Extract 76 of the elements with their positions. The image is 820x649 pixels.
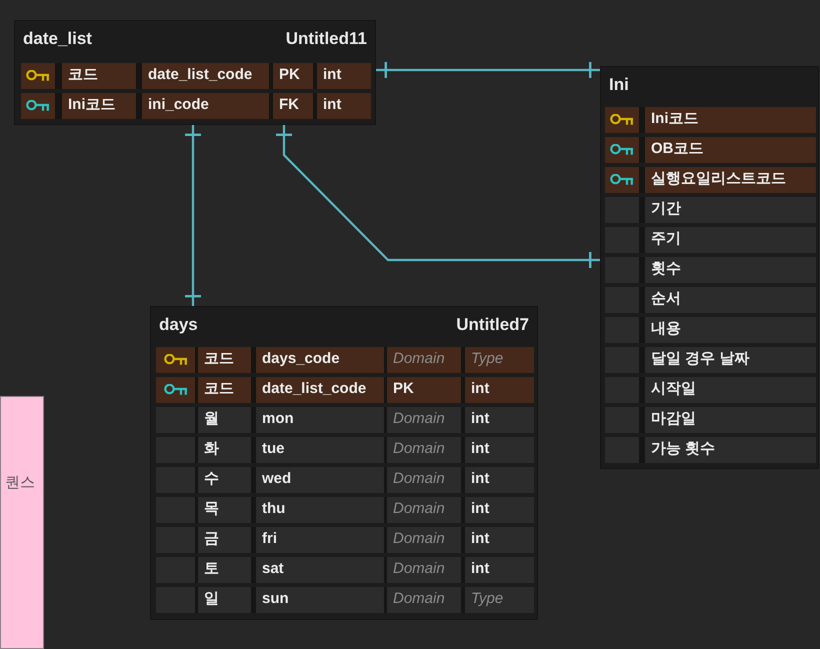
- column-name: fri: [256, 527, 384, 553]
- key-constraint: FK: [273, 93, 313, 119]
- table-row: [605, 137, 816, 163]
- data-type: int: [465, 407, 534, 433]
- relationship-line: [276, 125, 600, 268]
- table-row: [156, 347, 534, 373]
- table-row: [21, 63, 371, 89]
- attribute-label: Ini코드: [645, 107, 816, 133]
- attribute-label: 화: [198, 437, 251, 463]
- placeholder-text: Domain: [387, 527, 461, 553]
- attribute-label: 횟수: [645, 257, 816, 283]
- attribute-label: 가능 횟수: [645, 437, 816, 463]
- table-row: [605, 167, 816, 193]
- placeholder-text: Type: [465, 587, 534, 613]
- attribute-label: 토: [198, 557, 251, 583]
- placeholder-text: Domain: [387, 587, 461, 613]
- attribute-label: 목: [198, 497, 251, 523]
- schema-name: Untitled11: [286, 29, 367, 49]
- data-type: int: [465, 467, 534, 493]
- attribute-label: OB코드: [645, 137, 816, 163]
- column-name: sat: [256, 557, 384, 583]
- column-name: sun: [256, 587, 384, 613]
- column-name: thu: [256, 497, 384, 523]
- attribute-label: 주기: [645, 227, 816, 253]
- column-name: tue: [256, 437, 384, 463]
- key-constraint: PK: [273, 63, 313, 89]
- data-type: int: [465, 497, 534, 523]
- attribute-label: 코드: [198, 347, 251, 373]
- data-type: int: [317, 63, 371, 89]
- entity-table: [600, 66, 819, 469]
- entity-table: [150, 306, 538, 620]
- column-name: date_list_code: [142, 63, 269, 89]
- placeholder-text: Domain: [387, 437, 461, 463]
- key-constraint: PK: [387, 377, 461, 403]
- attribute-label: 기간: [645, 197, 816, 223]
- placeholder-text: Domain: [387, 347, 461, 373]
- placeholder-text: Domain: [387, 467, 461, 493]
- attribute-label: 시작일: [645, 377, 816, 403]
- column-name: ini_code: [142, 93, 269, 119]
- attribute-label: 월: [198, 407, 251, 433]
- column-name: wed: [256, 467, 384, 493]
- entity-table: [14, 20, 376, 125]
- attribute-label: 일: [198, 587, 251, 613]
- data-type: int: [465, 527, 534, 553]
- attribute-label: 달일 경우 날짜: [645, 347, 816, 373]
- data-type: int: [465, 377, 534, 403]
- entity-label: 퀀스: [5, 473, 35, 492]
- attribute-label: Ini코드: [62, 93, 136, 119]
- column-name: mon: [256, 407, 384, 433]
- attribute-label: 금: [198, 527, 251, 553]
- table-name: Ini: [609, 75, 629, 95]
- column-name: days_code: [256, 347, 384, 373]
- placeholder-text: Domain: [387, 557, 461, 583]
- data-type: int: [317, 93, 371, 119]
- attribute-label: 마감일: [645, 407, 816, 433]
- attribute-label: 순서: [645, 287, 816, 313]
- table-row: [156, 377, 534, 403]
- placeholder-text: Domain: [387, 407, 461, 433]
- entity-box: [0, 396, 44, 649]
- table-name: days: [159, 315, 198, 335]
- table-name: date_list: [23, 29, 92, 49]
- relationship-line: [185, 125, 201, 306]
- relationship-line: [376, 62, 600, 78]
- placeholder-text: Type: [465, 347, 534, 373]
- data-type: int: [465, 557, 534, 583]
- data-type: int: [465, 437, 534, 463]
- schema-name: Untitled7: [456, 315, 529, 335]
- attribute-label: 코드: [198, 377, 251, 403]
- placeholder-text: Domain: [387, 497, 461, 523]
- attribute-label: 실행요일리스트코드: [645, 167, 816, 193]
- attribute-label: 내용: [645, 317, 816, 343]
- attribute-label: 코드: [62, 63, 136, 89]
- table-row: [21, 93, 371, 119]
- attribute-label: 수: [198, 467, 251, 493]
- table-row: [605, 107, 816, 133]
- column-name: date_list_code: [256, 377, 384, 403]
